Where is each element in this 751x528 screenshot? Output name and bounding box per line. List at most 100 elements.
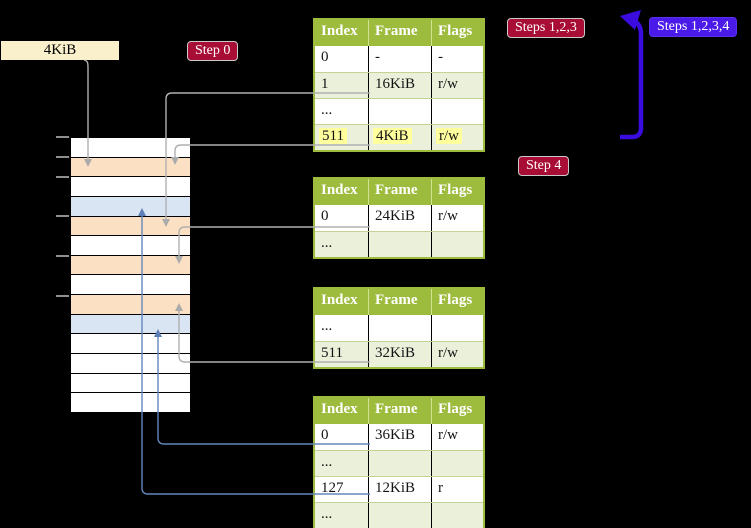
table-cell: ... (315, 99, 369, 124)
table-cell: r (438, 480, 443, 496)
memory-row-free (71, 236, 190, 256)
memory-row-free (71, 138, 190, 158)
table-cell: 511 (315, 342, 369, 367)
table-cell (432, 503, 483, 528)
memory-row-free (71, 334, 190, 355)
memory-row-page (71, 196, 190, 217)
column-header: Flags (438, 182, 473, 198)
table-cell: r/w (438, 345, 458, 361)
memory-tick (56, 156, 69, 158)
table-cell: 16KiB (369, 73, 432, 98)
recursion-arrow-shaft (620, 17, 644, 140)
table-cell: - (369, 46, 432, 72)
memory-tick (56, 215, 69, 217)
table-cell (369, 232, 432, 257)
table-cell: 12KiB (369, 477, 432, 502)
table-row: ... (315, 502, 483, 528)
column-header: Frame (369, 289, 432, 315)
memory-tick (56, 255, 69, 257)
highlighted-value: r/w (436, 128, 462, 144)
table-row: ... (315, 98, 483, 124)
table-row: 0-- (315, 46, 483, 72)
highlighted-value: 511 (319, 128, 347, 144)
arrowhead-upleft-icon (620, 10, 641, 30)
table-cell: ... (315, 315, 369, 341)
memory-row-free (71, 275, 190, 296)
table-cell: ... (315, 232, 369, 257)
memory-row-free (71, 177, 190, 197)
memory-row-table (71, 295, 190, 315)
column-header: Flags (438, 292, 473, 308)
table-cell (369, 315, 432, 341)
memory-tick (56, 295, 69, 297)
recursion-arrow (620, 10, 644, 140)
table-cell: 0 (315, 424, 369, 450)
column-header: Index (315, 20, 369, 46)
table-cell: 24KiB (369, 205, 432, 231)
memory-row-free (71, 393, 190, 412)
memory-row-table (71, 157, 190, 178)
column-header: Index (315, 289, 369, 315)
column-header: Flags (438, 401, 473, 417)
memory-row-table (71, 216, 190, 237)
memory-row-free (71, 354, 190, 374)
table-cell (432, 451, 483, 476)
memory-row-page (71, 314, 190, 335)
steps-1234-badge: Steps 1,2,3,4 (649, 17, 738, 37)
table-cell: r/w (438, 76, 458, 92)
frame-address-label: 4KiB (1, 41, 119, 60)
table-row: ... (315, 315, 483, 341)
table-cell: 36KiB (369, 424, 432, 450)
table-cell: r/w (438, 427, 458, 443)
table-row: 511 4KiB r/w (315, 124, 483, 150)
table-row: ... (315, 450, 483, 476)
table-cell (369, 451, 432, 476)
physical-memory-stack (70, 137, 191, 413)
memory-tick (56, 176, 69, 178)
memory-row-free (71, 373, 190, 394)
table-cell (369, 99, 432, 124)
table-cell: r/w (438, 208, 458, 224)
table-cell (432, 99, 483, 124)
column-header: Frame (369, 398, 432, 424)
memory-row-table (71, 255, 190, 276)
column-header: Index (315, 179, 369, 205)
table-cell: 4KiB (369, 125, 432, 150)
table-cell: 0 (315, 46, 369, 72)
table-cell: r/w (432, 125, 483, 150)
table-cell: ... (315, 451, 369, 476)
table-row: ... (315, 231, 483, 257)
table-cell: 0 (315, 205, 369, 231)
table-cell: 32KiB (369, 342, 432, 367)
table-cell: 1 (315, 73, 369, 98)
steps-123-badge: Steps 1,2,3 (507, 18, 585, 38)
column-header: Frame (369, 20, 432, 46)
table-cell: 127 (315, 477, 369, 502)
table-cell: ... (315, 503, 369, 528)
highlighted-value: 4KiB (373, 128, 412, 144)
memory-tick (56, 136, 69, 138)
column-header: Flags (438, 23, 473, 39)
table-cell (432, 232, 483, 257)
step-4-badge: Step 4 (518, 156, 570, 176)
table-cell (432, 315, 483, 341)
table-cell: 511 (315, 125, 369, 150)
column-header: Index (315, 398, 369, 424)
column-header: Frame (369, 179, 432, 205)
step-0-badge: Step 0 (187, 41, 239, 61)
table-cell: - (438, 49, 443, 65)
